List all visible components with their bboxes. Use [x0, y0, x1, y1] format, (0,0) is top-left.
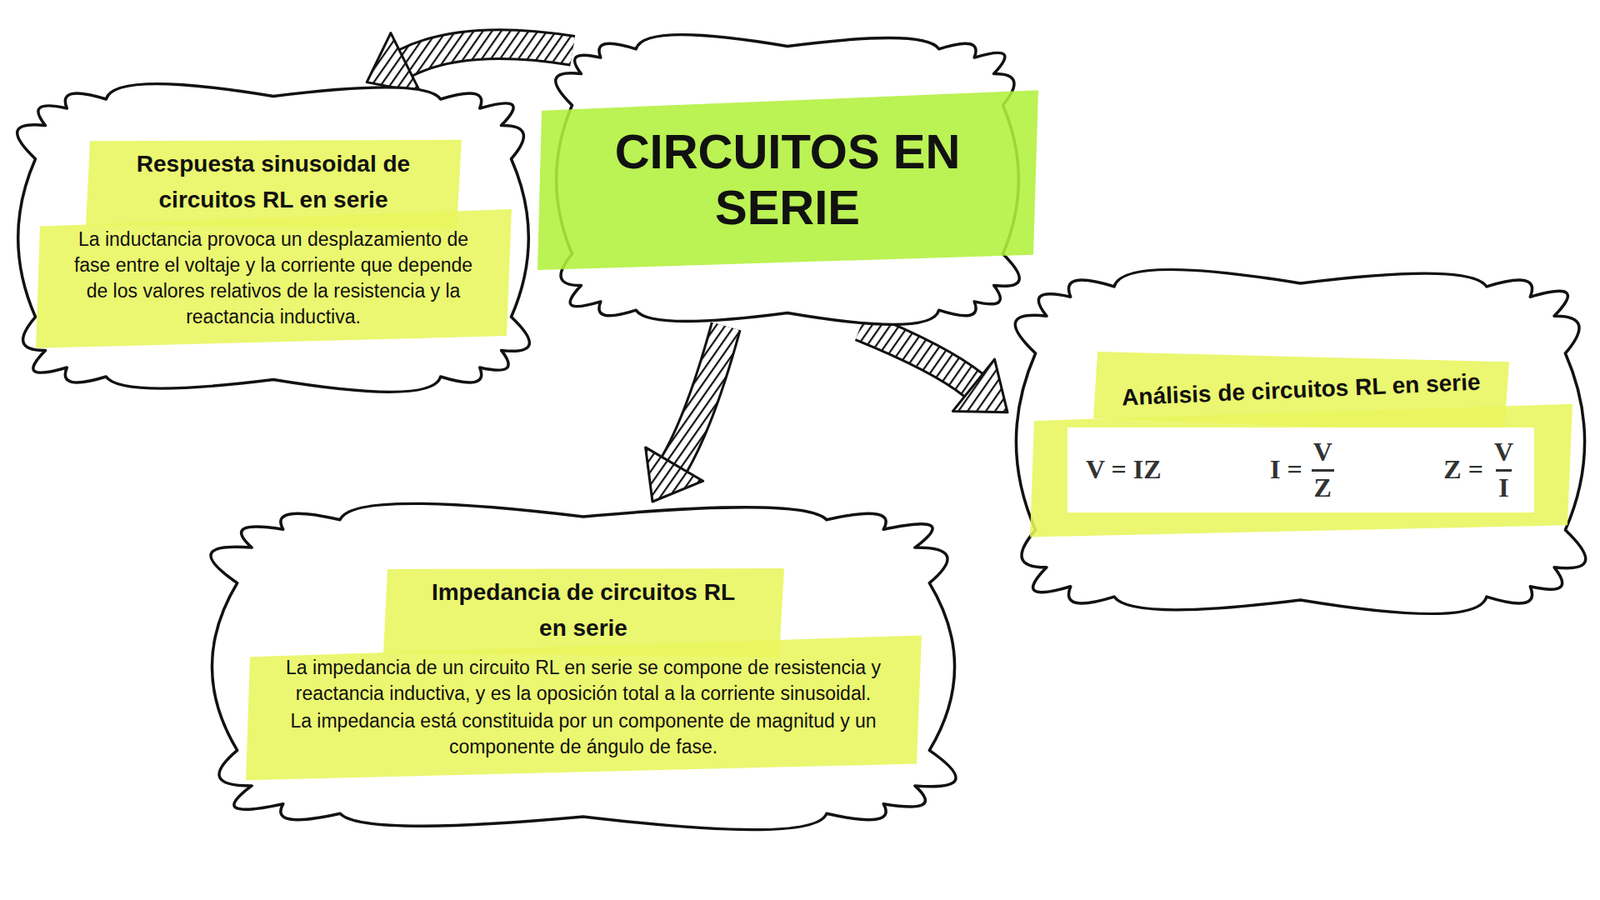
formula-text: Z = [1443, 455, 1484, 485]
node-content: CIRCUITOS EN SERIE [600, 124, 975, 235]
arrow-head [366, 33, 420, 94]
highlight-band [1030, 404, 1573, 538]
formula-text: I = [1270, 455, 1303, 485]
arrow-body [405, 44, 574, 63]
fraction-denominator: I [1495, 469, 1511, 503]
topic-title: CIRCUITOS EN SERIE [600, 124, 975, 235]
subtopic-cloud: Impedancia de circuitos RL en serie La im… [204, 503, 963, 830]
cloud-outline [210, 503, 956, 830]
hatched-arrow [366, 33, 573, 94]
arrow-head [645, 447, 704, 502]
subtopic-heading: Respuesta sinusoidal de circuitos RL en … [123, 145, 424, 219]
subtopic-body: La inductancia provoca un desplazamiento… [65, 226, 482, 330]
central-topic-cloud: CIRCUITOS EN SERIE [551, 34, 1024, 325]
subtopic-heading: Impedancia de circuitos RL en serie [420, 574, 746, 647]
fraction-numerator: V [1310, 437, 1335, 469]
cloud-shape [551, 34, 1024, 325]
arrow-head [952, 359, 1008, 413]
formula-text: V = IZ [1085, 455, 1162, 485]
formula: Z =VI [1443, 437, 1516, 502]
node-content: Impedancia de circuitos RL en serie La im… [275, 574, 892, 760]
fraction-numerator: V [1491, 437, 1516, 469]
fraction: VZ [1310, 437, 1335, 502]
arrow-outline [860, 326, 974, 386]
arrow-body [674, 326, 726, 465]
subtopic-cloud: Respuesta sinusoidal de circuitos RL en … [12, 83, 535, 393]
arrow-body [860, 326, 974, 386]
subtopic-body: La impedancia de un circuito RL en serie… [275, 655, 892, 707]
formula: I =VZ [1270, 437, 1335, 502]
fraction-denominator: Z [1311, 469, 1335, 503]
node-content: Análisis de circuitos RL en serieV = IZI… [1067, 371, 1535, 513]
fraction: VI [1491, 437, 1516, 502]
highlight-band [245, 635, 922, 780]
node-content: Respuesta sinusoidal de circuitos RL en … [65, 145, 482, 330]
hatched-arrow [860, 326, 1008, 413]
arrow-outline [405, 44, 574, 63]
subtopic-heading: Análisis de circuitos RL en serie [1120, 364, 1481, 416]
cloud-outline [17, 84, 530, 393]
formula-panel: V = IZI =VZZ =VI [1067, 427, 1535, 512]
subtopic-body: La impedancia está constituida por un co… [275, 708, 892, 760]
highlight-band [537, 90, 1039, 270]
highlight-band [35, 209, 512, 349]
formula: V = IZ [1085, 455, 1162, 485]
hatched-arrow [645, 326, 727, 503]
cloud-outline [1015, 269, 1585, 614]
subtopic-cloud: Análisis de circuitos RL en serie V = IZ I… [1010, 269, 1591, 615]
arrow-outline [674, 326, 726, 465]
